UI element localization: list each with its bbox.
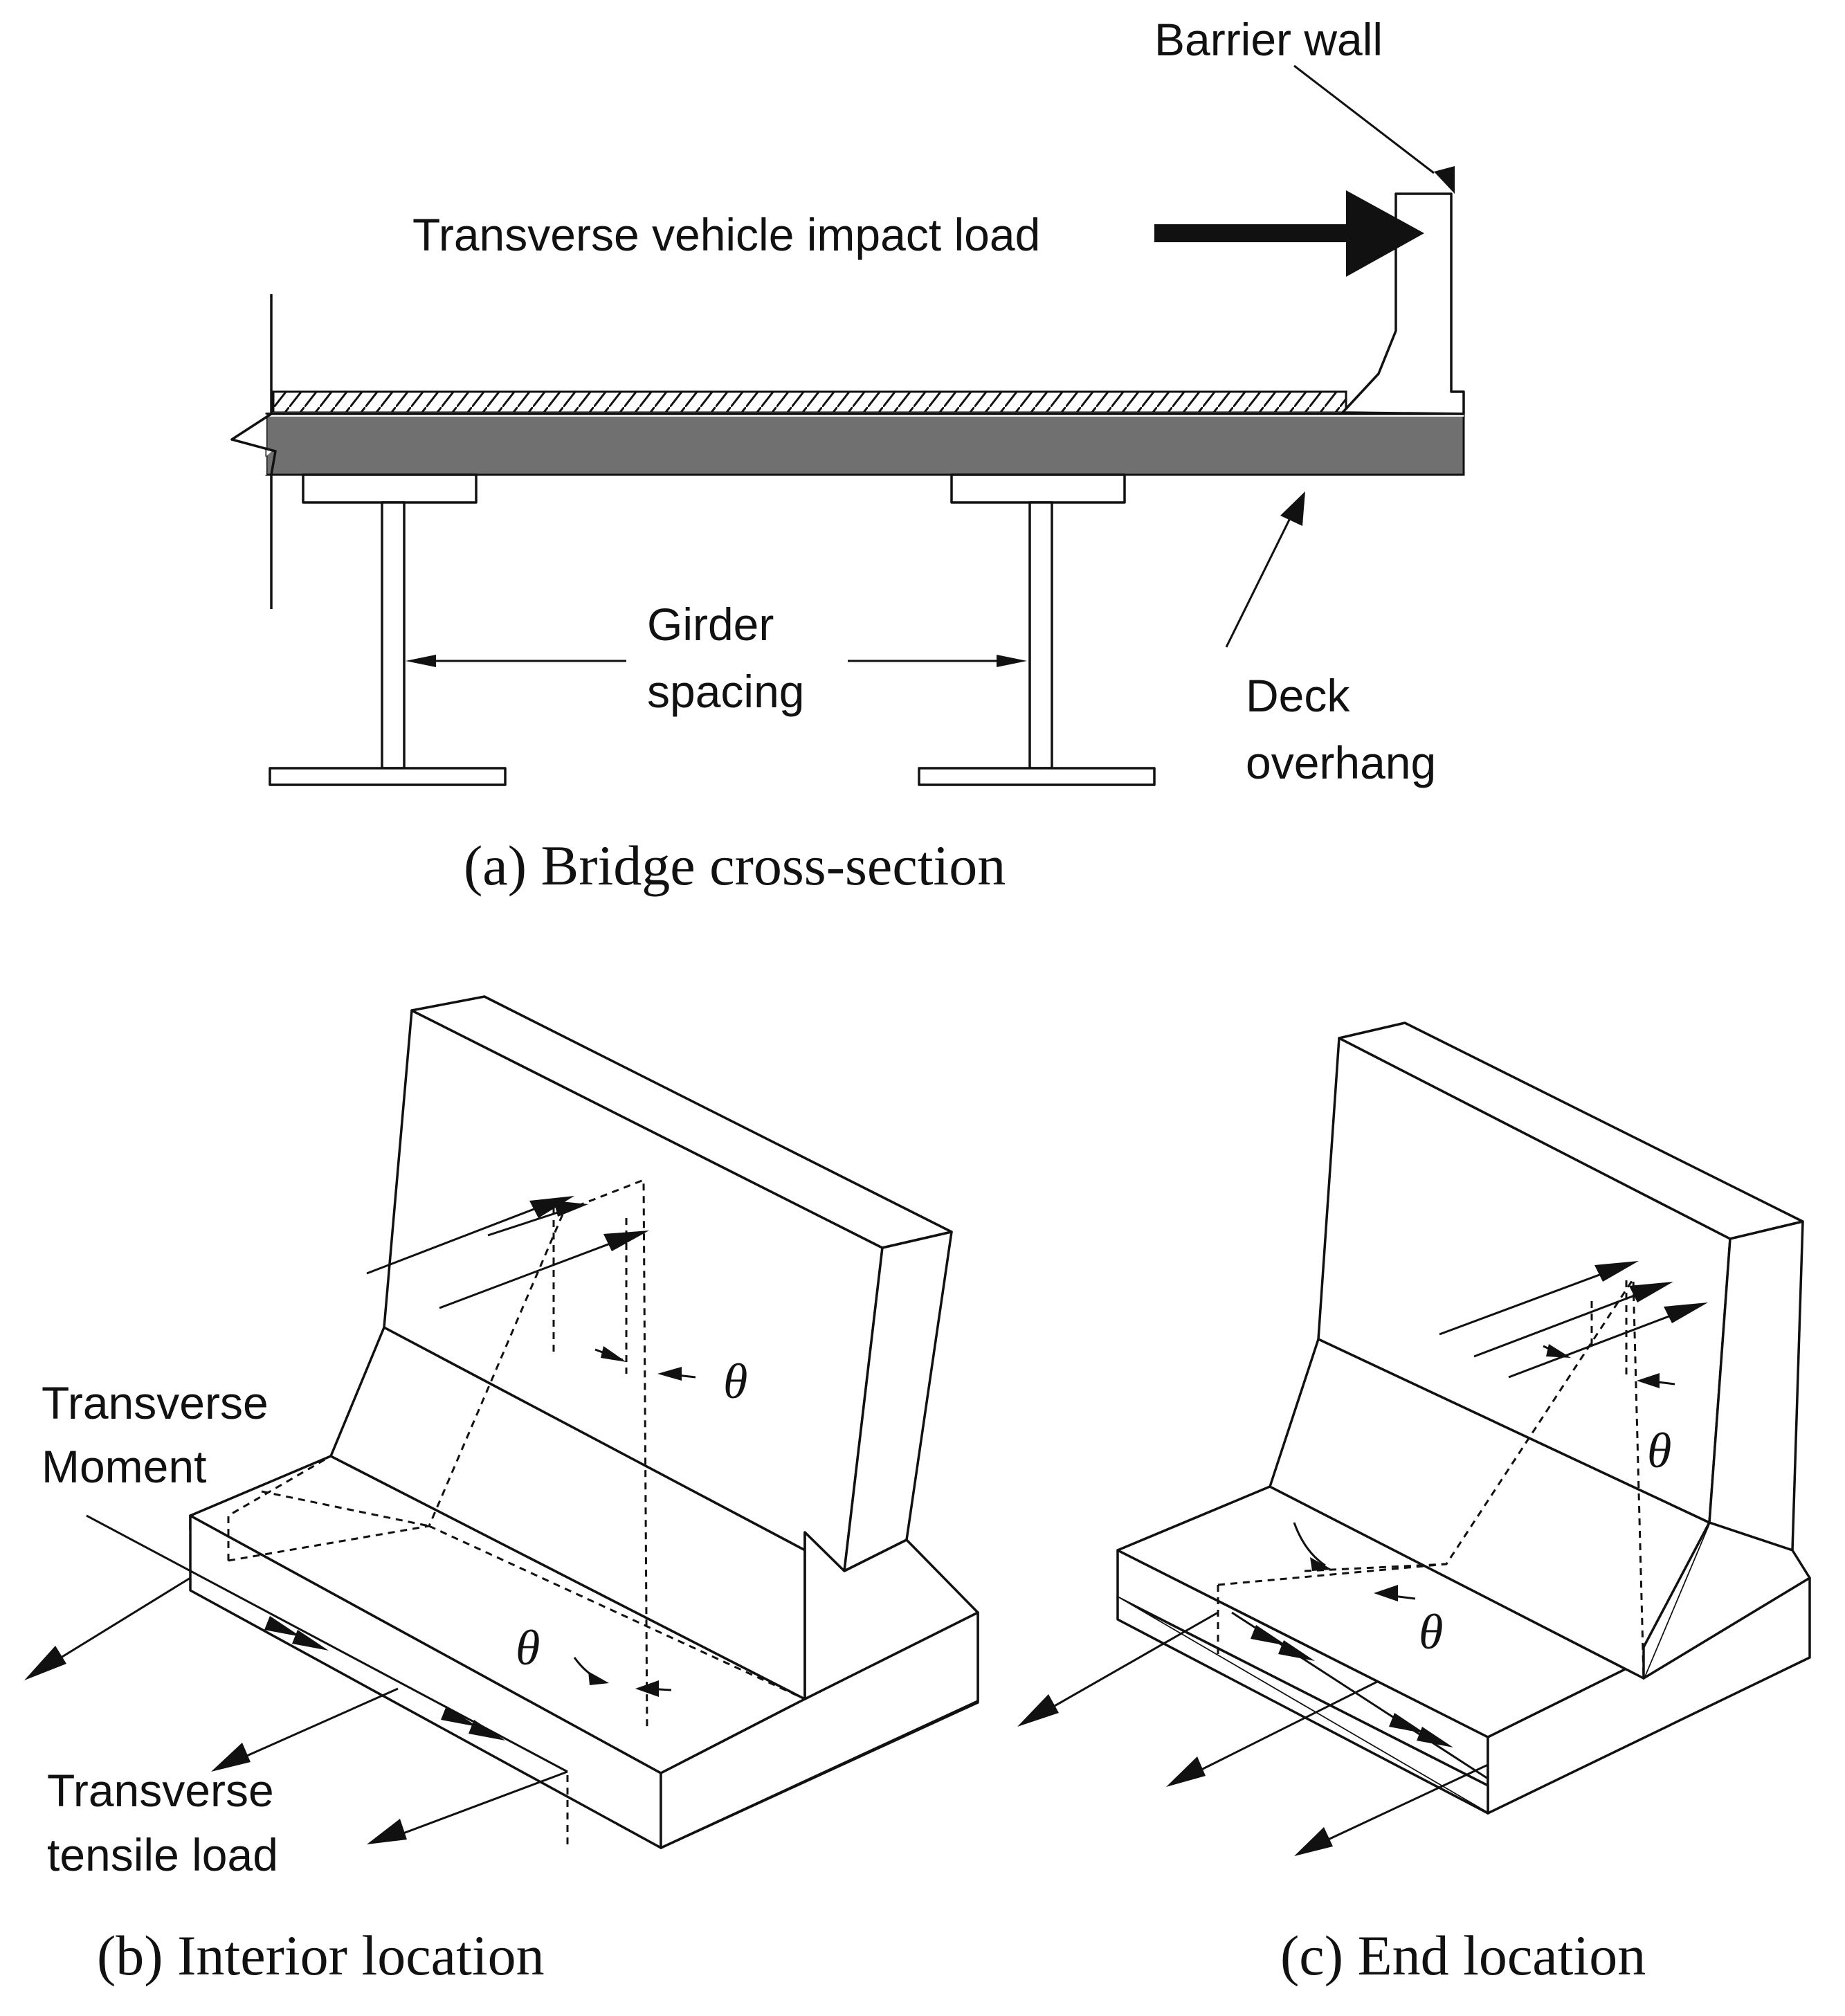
caption-b: (b) Interior location (97, 1924, 545, 1987)
girder-right (918, 473, 1156, 786)
wearing-surface (272, 390, 1347, 414)
deck-overhang-label-line2: overhang (1246, 737, 1436, 788)
theta-arrows-c (1293, 1344, 1675, 1601)
impact-load-label: Transverse vehicle impact load (412, 209, 1040, 260)
theta-label-upper-c: θ (1647, 1423, 1671, 1478)
panel-b-interior: θ θ Transverse Moment Transver (24, 995, 979, 1987)
caption-a: (a) Bridge cross-section (464, 834, 1006, 897)
girder-left (269, 473, 507, 786)
caption-c: (c) End location (1280, 1924, 1646, 1987)
girder-spacing-label-line1: Girder (647, 599, 774, 650)
deck-overhang-label-line1: Deck (1246, 670, 1350, 721)
theta-arrows-upper-b (594, 1346, 696, 1381)
tensile-arrows-b (24, 1577, 568, 1844)
deck-overhang-leader (1225, 491, 1305, 648)
panel-c-end: θ θ (c) End location (1017, 1021, 1811, 1987)
tensile-arrows-c (1017, 1611, 1489, 1856)
yield-lines-b (227, 1178, 806, 1848)
yield-lines-c (1217, 1275, 1645, 1679)
tensile-label-line2: tensile load (47, 1829, 278, 1880)
theta-arrows-lower-b (573, 1657, 672, 1697)
girder-spacing-dimension (406, 655, 1027, 667)
theta-label-lower-b: θ (516, 1620, 540, 1676)
moment-label-line1: Transverse (42, 1377, 269, 1428)
theta-label-lower-c: θ (1419, 1604, 1443, 1660)
moment-label-line2: Moment (42, 1441, 206, 1492)
barrier-wall-section (1341, 192, 1465, 415)
panel-a-cross-section: Barrier wall Transverse vehicle impact l… (230, 14, 1465, 897)
moment-arrows-c (1231, 1611, 1489, 1780)
theta-label-upper-b: θ (723, 1354, 747, 1409)
barrier-wall-leader (1293, 64, 1455, 194)
impact-load-arrow (1154, 190, 1424, 277)
girder-spacing-label-line2: spacing (647, 666, 805, 717)
barrier-wall-label: Barrier wall (1154, 14, 1383, 65)
impact-arrows-b (366, 1196, 649, 1309)
impact-arrows-c (1439, 1261, 1708, 1379)
deck-slab (265, 412, 1465, 476)
tensile-label-line1: Transverse (47, 1765, 274, 1816)
moment-arrows-b (86, 1514, 568, 1773)
